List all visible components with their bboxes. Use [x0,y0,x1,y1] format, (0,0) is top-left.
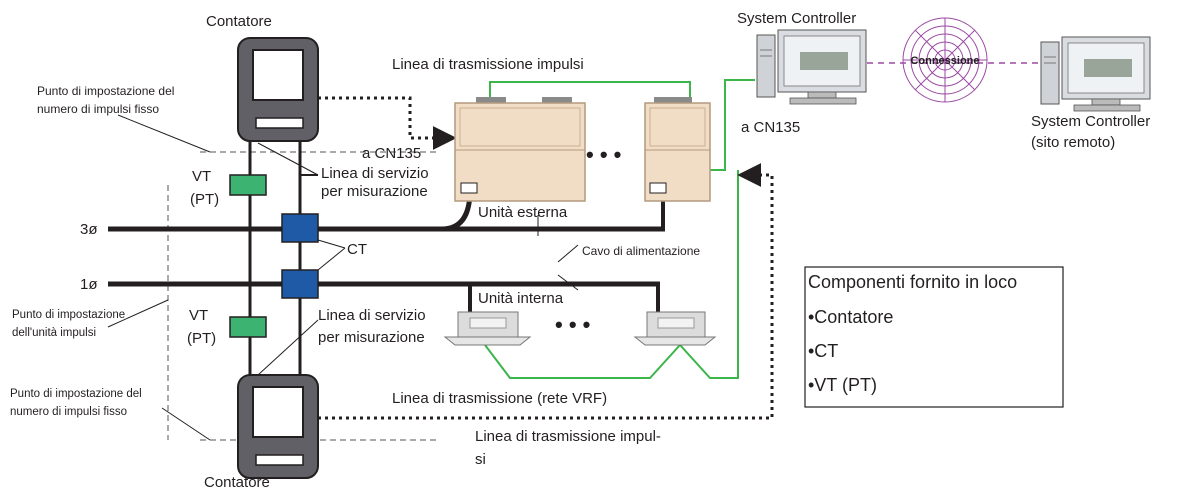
pulse-line-bottom-label-2: si [475,451,486,468]
outdoor-unit-2 [644,97,711,202]
one-phase-label: 1ø [80,276,98,293]
vt-bottom-label-1: VT [189,307,208,324]
indoor-unit-label: Unità interna [478,290,564,307]
pulse-unit-label-2: dell'unità impulsi [12,327,96,339]
indoor-unit-2 [633,311,717,346]
legend-box [804,266,1064,408]
ct-box-lower [281,269,319,299]
vt-box-bottom [229,316,267,338]
system-controller-remote [1040,36,1151,112]
pulse-line-top-label: Linea di trasmissione impulsi [392,56,584,73]
legend-item-contatore: •Contatore [808,307,893,327]
ct-label: CT [347,241,367,258]
meter-top [237,37,319,142]
network-connection [867,17,1040,103]
indoor-unit-1 [443,311,532,346]
outdoor-unit-label: Unità esterna [478,204,568,221]
service-bottom-label-1: Linea di servizio [318,307,426,324]
meter-top-label: Contatore [206,13,272,30]
vt-box-top [229,174,267,196]
outdoor-units-ellipsis: • • • [586,142,621,167]
connection-label: Connessione [910,55,979,67]
system-controller-remote-label-1: System Controller [1031,113,1150,130]
cn135-left-label: a CN135 [362,145,421,162]
legend-item-vt: •VT (PT) [808,375,877,395]
pulse-lines [318,96,774,420]
system-controller-label: System Controller [737,10,856,27]
vt-top-label-1: VT [192,168,211,185]
fixed-pulse-top-label-1: Punto di impostazione del [37,84,174,98]
fixed-pulse-bottom-label-1: Punto di impostazione del [10,388,142,400]
meter-bottom-label: Contatore [204,474,270,490]
power-cable-label: Cavo di alimentazione [582,244,700,258]
service-top-label-1: Linea di servizio [321,165,429,182]
ct-box-upper [281,213,319,243]
pulse-line-bottom-label-1: Linea di trasmissione impul- [475,428,661,445]
fixed-pulse-top-label-2: numero di impulsi fisso [37,102,159,116]
legend-title: Componenti fornito in loco [808,272,1017,292]
vt-top-label-2: (PT) [190,191,219,208]
system-controller-remote-label-2: (sito remoto) [1031,134,1115,151]
indoor-units-ellipsis: • • • [555,312,590,337]
vt-bottom-label-2: (PT) [187,330,216,347]
meter-bottom [237,374,319,479]
three-phase-label: 3ø [80,221,98,238]
transmission-line-label: Linea di trasmissione (rete VRF) [392,390,607,407]
legend-item-ct: •CT [808,341,838,361]
cn135-right-label: a CN135 [741,119,800,136]
service-bottom-label-2: per misurazione [318,329,425,346]
service-top-label-2: per misurazione [321,183,428,200]
fixed-pulse-bottom-label-2: numero di impulsi fisso [10,406,127,418]
system-controller [756,29,867,105]
outdoor-unit-1 [454,97,586,202]
pulse-unit-label-1: Punto di impostazione [12,309,125,321]
